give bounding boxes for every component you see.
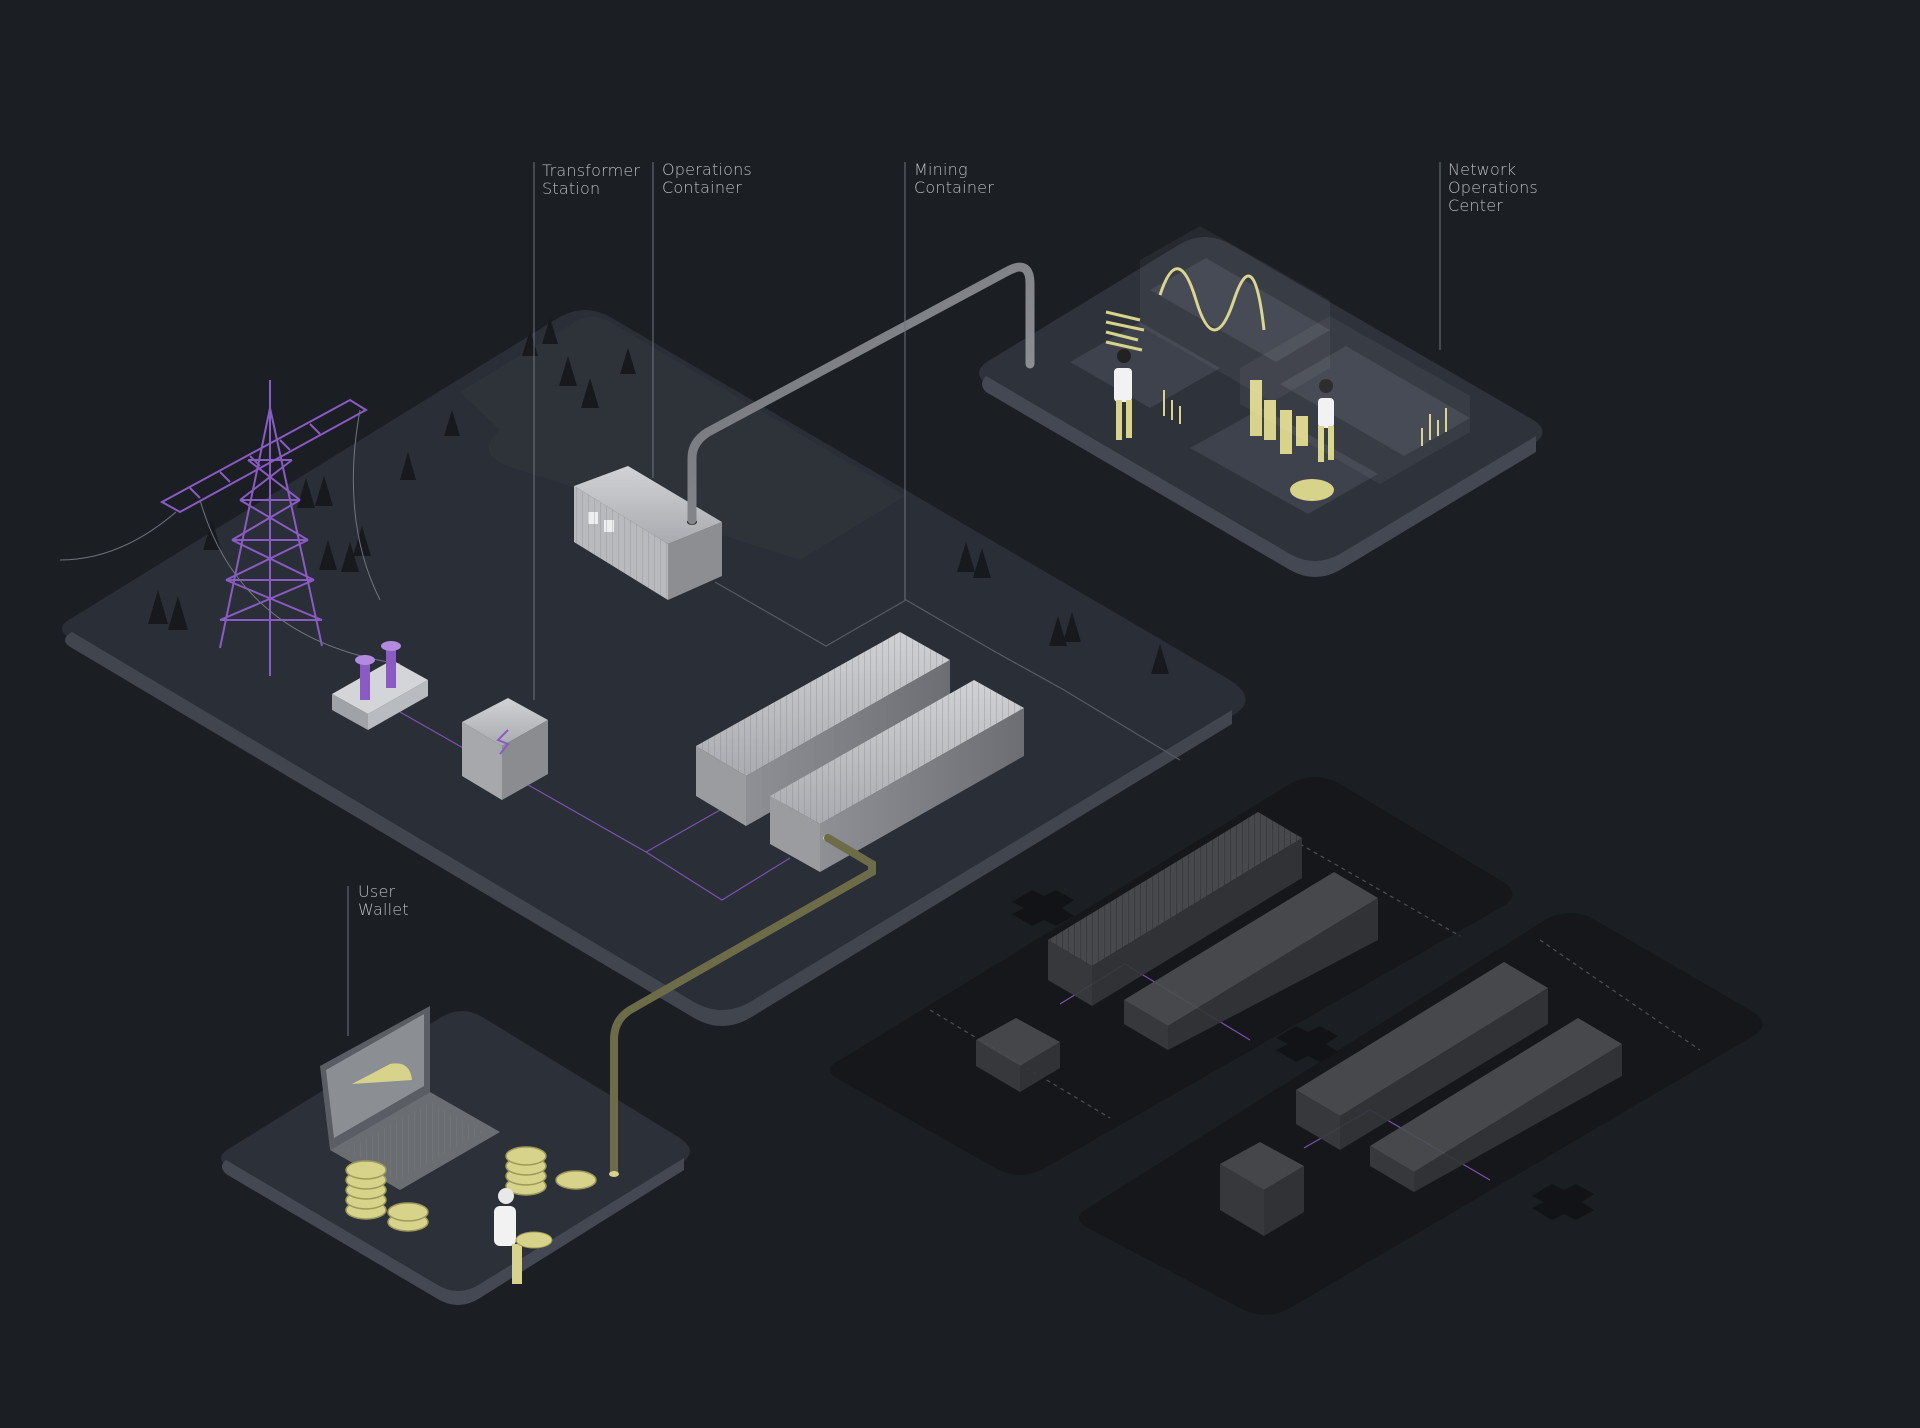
person-icon	[494, 1188, 553, 1284]
coin-icon	[352, 1063, 412, 1084]
transformer-pad	[332, 641, 428, 730]
power-pylon-icon	[59, 380, 401, 676]
cable-end	[609, 1171, 619, 1177]
mini-bar-chart	[1163, 390, 1447, 446]
lightning-icon	[496, 729, 510, 755]
label-line: User	[358, 882, 396, 901]
label-line: Transformer	[542, 161, 641, 180]
mining-container-planned	[976, 812, 1378, 1092]
leader-lines	[347, 162, 1441, 1036]
coin-stack	[345, 1146, 597, 1232]
person-icon	[1318, 379, 1334, 462]
person-icon	[1114, 349, 1132, 440]
label-line: Network	[1448, 160, 1517, 179]
cross-marker-icon	[1012, 890, 1594, 1220]
label-operations-container: Operations Container	[662, 161, 752, 197]
label-line: Center	[1448, 196, 1504, 215]
data-cable	[687, 262, 1035, 525]
wallet-platform	[221, 1011, 690, 1305]
label-line: Operations	[662, 160, 752, 179]
label-line: Mining	[914, 160, 968, 179]
transformer-station	[462, 698, 548, 800]
label-line: Operations	[1448, 178, 1538, 197]
label-network-operations-center: Network Operations Center	[1448, 161, 1538, 215]
mining-container	[770, 680, 1024, 872]
bar-chart-3d	[1250, 380, 1308, 454]
noc-interior	[1070, 226, 1470, 514]
label-user-wallet: User Wallet	[358, 883, 409, 919]
mining-container	[696, 632, 950, 826]
payout-cable	[610, 834, 876, 1176]
pie-chart-3d	[1290, 479, 1334, 501]
label-line: Container	[662, 178, 742, 197]
label-line: Container	[914, 178, 994, 197]
bar-list-chart	[1105, 310, 1145, 352]
label-line: Station	[542, 179, 601, 198]
operations-container	[574, 466, 722, 600]
waveform-chart	[1158, 267, 1266, 332]
label-transformer-station: Transformer Station	[542, 162, 640, 198]
mining-container-planned	[1220, 962, 1622, 1236]
label-mining-container: Mining Container	[914, 161, 994, 197]
label-line: Wallet	[358, 900, 409, 919]
tree-icon	[148, 318, 1169, 674]
